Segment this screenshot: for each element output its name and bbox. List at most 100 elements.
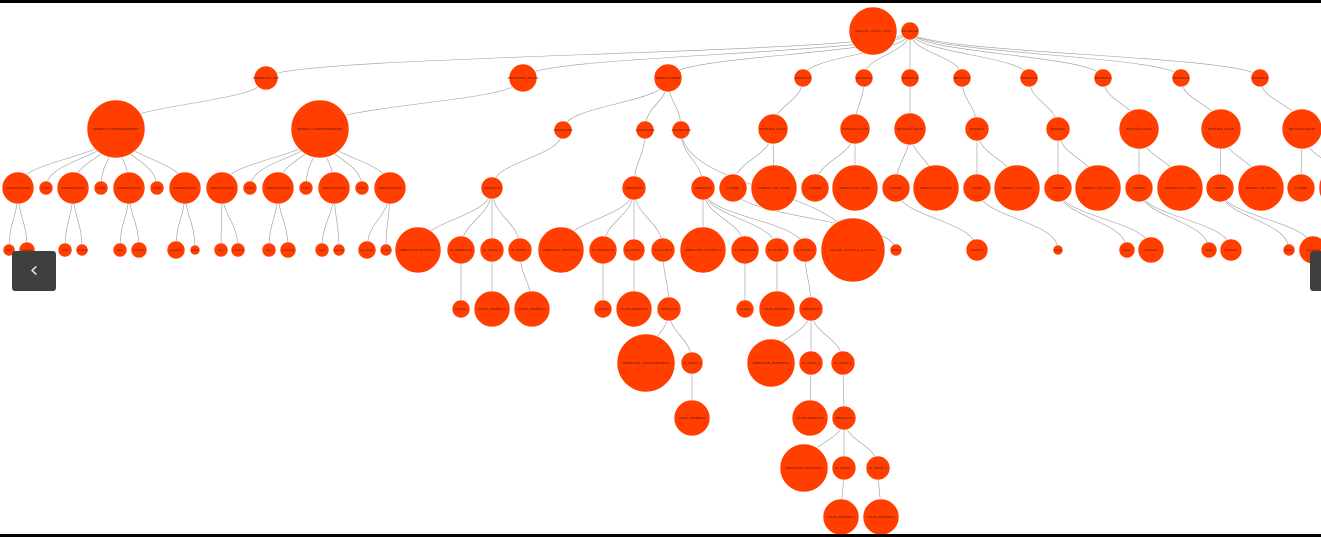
tree-node[interactable]: OPERACION: [480, 176, 504, 200]
tree-node-circle[interactable]: [800, 173, 830, 203]
tree-node[interactable]: VALOR_NUMERICO: [758, 290, 796, 328]
tree-node-circle[interactable]: [791, 399, 829, 437]
tree-node[interactable]: PROGRAMA: [900, 21, 920, 41]
tree-node[interactable]: MOSTRAR: [1045, 116, 1071, 142]
tree-node-circle[interactable]: [680, 351, 704, 375]
tree-node-circle[interactable]: [831, 405, 857, 431]
tree-node-circle[interactable]: [1156, 164, 1204, 212]
tree-node[interactable]: texto: [1200, 241, 1218, 259]
tree-node-circle[interactable]: [507, 237, 533, 263]
tree-node-circle[interactable]: [1281, 108, 1321, 150]
tree-node[interactable]: ID_VALOR_1: [680, 351, 704, 375]
tree-node-circle[interactable]: [1250, 68, 1270, 88]
tree-node-circle[interactable]: [480, 176, 504, 200]
tree-node[interactable]: SENTENCIA: [1093, 68, 1112, 88]
tree-node-circle[interactable]: [635, 120, 655, 140]
tree-node-circle[interactable]: [1237, 164, 1285, 212]
tree-node[interactable]: ASIGNACION: [635, 120, 655, 140]
tree-node-circle[interactable]: [446, 235, 476, 265]
tree-node[interactable]: COMA: [149, 180, 165, 196]
tree-node-circle[interactable]: [893, 112, 927, 146]
tree-node-circle[interactable]: [912, 164, 960, 212]
tree-node[interactable]: IDENTIFICADOR: [1, 171, 35, 205]
tree-node[interactable]: variable: [451, 299, 471, 319]
tree-node-circle[interactable]: [862, 498, 900, 535]
tree-node-circle[interactable]: [189, 244, 201, 256]
tree-node-circle[interactable]: [822, 498, 860, 535]
tree-node[interactable]: MOSTRAR_VALOR: [839, 113, 871, 145]
tree-node-circle[interactable]: [622, 238, 646, 262]
tree-node-circle[interactable]: [205, 171, 239, 205]
tree-node[interactable]: SENTENCIA: [854, 68, 873, 88]
tree-node[interactable]: VALOR_NUMERICO: [513, 290, 551, 328]
tree-node[interactable]: definicion_control_comp: [848, 6, 898, 56]
tree-node-circle[interactable]: [112, 171, 146, 205]
tree-node-circle[interactable]: [831, 164, 879, 212]
tree-node[interactable]: MOSTRAR_VALOR: [893, 112, 927, 146]
tree-node-circle[interactable]: [889, 243, 903, 257]
tree-node[interactable]: tipo: [261, 242, 277, 258]
tree-node[interactable]: nombre: [130, 241, 148, 259]
tree-node-circle[interactable]: [537, 226, 585, 274]
tree-node-circle[interactable]: [993, 164, 1041, 212]
tree-node-circle[interactable]: [130, 241, 148, 259]
tree-node-circle[interactable]: [779, 443, 829, 493]
tree-node[interactable]: SIMBOLO_CORRESPONDIENTE: [86, 99, 146, 159]
tree-node-circle[interactable]: [793, 68, 813, 88]
tree-node[interactable]: texto: [1118, 241, 1136, 259]
tree-node[interactable]: COMA: [93, 180, 109, 196]
tree-node-circle[interactable]: [166, 240, 186, 260]
tree-node[interactable]: PARAMETRO_SALIDA: [508, 63, 540, 93]
tree-node[interactable]: MOSTRAR_VALOR: [1118, 108, 1160, 150]
tree-node[interactable]: ID_VALOR_1: [831, 455, 857, 481]
tree-node[interactable]: SENTENCIA: [900, 68, 920, 88]
tree-node-circle[interactable]: [149, 180, 165, 196]
tree-node[interactable]: MOSTRAR_VALOR: [1281, 108, 1321, 150]
tree-node-circle[interactable]: [1205, 173, 1235, 203]
tree-node-circle[interactable]: [93, 180, 109, 196]
tree-node[interactable]: tipo: [213, 242, 229, 258]
tree-node[interactable]: IDENTIFICADOR: [261, 171, 295, 205]
tree-node-circle[interactable]: [261, 171, 295, 205]
tree-node-circle[interactable]: [1074, 164, 1122, 212]
tree-node[interactable]: COMA: [298, 180, 314, 196]
tree-node-circle[interactable]: [75, 243, 89, 257]
tree-node[interactable]: ID_OPERACION: [730, 235, 760, 265]
tree-node[interactable]: OPERACION: [656, 296, 682, 322]
tree-node-circle[interactable]: [820, 217, 886, 283]
tree-node-circle[interactable]: [650, 237, 676, 263]
tree-node[interactable]: ejecutar_llamada_a_la_funcion: [820, 217, 886, 283]
tree-node[interactable]: ID_VALOR_1: [764, 237, 790, 263]
tree-node-circle[interactable]: [900, 68, 920, 88]
tree-node[interactable]: MOSTRAR_VALOR: [1200, 108, 1242, 150]
tree-node-circle[interactable]: [1118, 108, 1160, 150]
tree-node-circle[interactable]: [671, 120, 691, 140]
tree-node[interactable]: SENTENCIA: [1250, 68, 1270, 88]
tree-node-circle[interactable]: [831, 455, 857, 481]
tree-node-circle[interactable]: [839, 113, 871, 145]
tree-node[interactable]: texto: [1052, 244, 1064, 256]
tree-node[interactable]: OPERACION_ARITMETICA: [537, 226, 585, 274]
tree-node-circle[interactable]: [86, 99, 146, 159]
tree-node-circle[interactable]: [57, 242, 73, 258]
tree-node[interactable]: MOSTRAR: [964, 116, 990, 142]
tree-node-circle[interactable]: [830, 350, 856, 376]
tree-node[interactable]: OPERACION_ARITMETICA: [679, 226, 727, 274]
tree-node-circle[interactable]: [112, 242, 128, 258]
tree-node-circle[interactable]: [735, 299, 755, 319]
tree-node[interactable]: OPERACION_ARITMETICA: [746, 338, 796, 388]
previous-button[interactable]: ‹: [12, 251, 56, 291]
tree-node[interactable]: CADENA: [881, 173, 911, 203]
tree-node-circle[interactable]: [615, 290, 653, 328]
tree-node-circle[interactable]: [473, 290, 511, 328]
tree-node[interactable]: texto: [889, 243, 903, 257]
next-button[interactable]: ›: [1310, 251, 1321, 291]
tree-node[interactable]: PARAMETRO_ENT: [253, 65, 279, 91]
tree-node-circle[interactable]: [1219, 238, 1243, 262]
tree-node-circle[interactable]: [798, 350, 824, 376]
tree-node-circle[interactable]: [1124, 173, 1154, 203]
tree-node-circle[interactable]: [881, 173, 911, 203]
tree-node-circle[interactable]: [964, 116, 990, 142]
tree-node[interactable]: ID_OPERACION: [588, 235, 618, 265]
tree-node-circle[interactable]: [616, 333, 676, 393]
